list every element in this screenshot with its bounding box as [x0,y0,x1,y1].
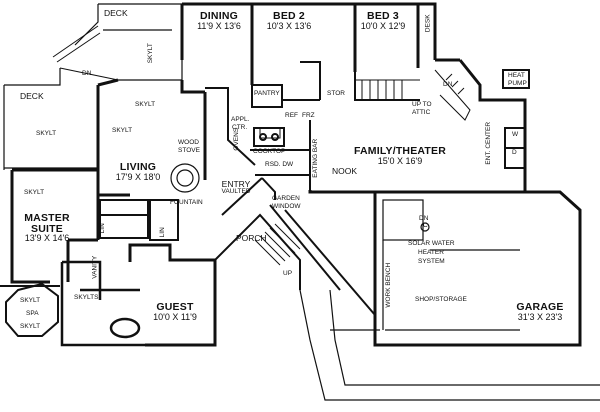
dining-room: DINING 11'9 X 13'6 [186,11,252,31]
living-room: LIVING 17'9 X 18'0 [108,162,168,182]
deck-rails [52,25,119,81]
deck-skylight-label: SKYLT [146,43,154,64]
garage-c-label: C [423,222,428,229]
fountain-label: FOUNTAIN [170,199,203,206]
spa-skylight-2: SKYLT [20,323,41,330]
garage-walls [373,190,582,347]
garage-room: GARAGE 31'3 X 23'3 [500,302,580,322]
living-dims: 17'9 X 18'0 [115,171,161,182]
pantry-label: PANTRY [254,90,280,97]
bed2-dims: 10'3 X 13'6 [266,20,312,31]
solar-line2: HEATER [418,249,444,256]
living-name: LIVING [119,161,157,173]
attic-stairs [355,79,420,100]
front-walkway [299,289,600,401]
master-dims: 13'9 X 14'6 [24,233,70,243]
living-skylight-2: SKYLT [112,127,133,134]
spa-label: SPA [26,310,39,317]
ovens-label: OVENS [233,127,241,151]
wood-stove-line2: STOVE [178,147,200,154]
guest-bath-walls [60,260,145,347]
master-name-2: SUITE [31,222,63,235]
top-down-label: DN [443,81,453,88]
master-bath-walls [99,199,179,241]
guest-room: GUEST 10'0 X 11'9 [144,302,206,322]
guest-name: GUEST [156,301,194,313]
garage-down-label: DN [419,215,429,222]
washer-label: W [512,131,519,138]
porch-steps [254,223,301,266]
pantry-stair [251,61,420,108]
master-walls [10,168,100,284]
garden-window-line2: WINDOW [272,203,301,210]
family-dims: 15'0 X 16'9 [377,155,423,166]
spa-skylight-1: SKYLT [20,297,41,304]
garage-dims: 31'3 X 23'3 [517,311,563,322]
solar-line3: SYSTEM [418,258,445,265]
linen-closet-2: LIN [158,227,166,238]
appl-ctr-line2: CTR. [232,124,248,131]
ref-label: REF [285,112,298,119]
wood-stove [170,163,200,193]
living-skylight-1: SKYLT [135,101,156,108]
dining-name: DINING [200,10,238,22]
deck-left-label: DECK [20,91,44,101]
up-to-attic-line1: UP TO [412,101,432,108]
wood-stove-line1: WOOD [178,139,199,146]
nook-label: NOOK [332,166,358,176]
porch-label: PORCH [236,233,267,243]
stor-label: STOR [327,90,345,97]
deck-left-skylight: SKYLT [36,130,57,137]
deck-top-label: DECK [104,8,128,18]
family-stair [434,69,471,121]
garage-interior [382,199,520,331]
appl-ctr-line1: APPL. [231,116,250,123]
rsd-dw-label: RSD. DW [265,161,294,168]
deck-down-label: DN [82,70,92,77]
porch-up-label: UP [283,270,293,277]
master-skylight: SKYLT [24,189,45,196]
garage-name: GARAGE [516,301,564,313]
left-deck-outline [3,68,98,170]
shop-storage-label: SHOP/STORAGE [415,296,467,303]
bed3-dims: 10'0 X 12'9 [360,20,406,31]
linen-closet-1: LIN [98,223,106,234]
eating-bar-label: EATING BAR [312,138,320,178]
bedroom-wing-walls [180,2,437,85]
master-name: MASTER [24,212,70,224]
vanity-label: VANITY [91,255,99,279]
family-room: FAMILY/THEATER 15'0 X 16'9 [353,145,447,166]
solar-line1: SOLAR WATER [408,240,455,247]
guest-walls [128,243,217,347]
dining-dims: 11'9 X 13'6 [197,20,241,31]
skylights-label: SKYLTS [74,294,99,301]
cooktop-symbol [259,127,281,139]
kitchen-walls [205,87,311,190]
master-suite: MASTER SUITE 13'9 X 14'6 [16,213,78,243]
entry-name: ENTRY [221,179,251,189]
work-bench-label: WORK BENCH [385,262,393,308]
frz-label: FRZ [302,112,315,119]
spa-room [0,282,60,337]
utility-room [502,69,530,169]
bed2-name: BED 2 [273,10,305,22]
guest-dims: 10'0 X 11'9 [153,311,197,322]
family-name: FAMILY/THEATER [353,145,447,157]
ent-center-label: ENT. CENTER [485,121,493,165]
heat-pump-line2: PUMP [508,80,527,87]
entry-sub: VAULTED [221,187,251,195]
bed3-name: BED 3 [367,10,399,22]
cooktop-label: COOKTOP [253,148,286,155]
bed2-room: BED 2 10'3 X 13'6 [256,11,322,31]
up-to-attic-line2: ATTIC [412,109,431,116]
top-deck-outline [74,3,183,81]
desk-label: DESK [424,14,432,33]
entry-area: ENTRY VAULTED [214,180,258,195]
bed3-room: BED 3 10'0 X 12'9 [350,11,416,31]
heat-pump-line1: HEAT [508,72,525,79]
dryer-label: D [512,149,517,156]
garden-window-line1: GARDEN [272,195,300,202]
